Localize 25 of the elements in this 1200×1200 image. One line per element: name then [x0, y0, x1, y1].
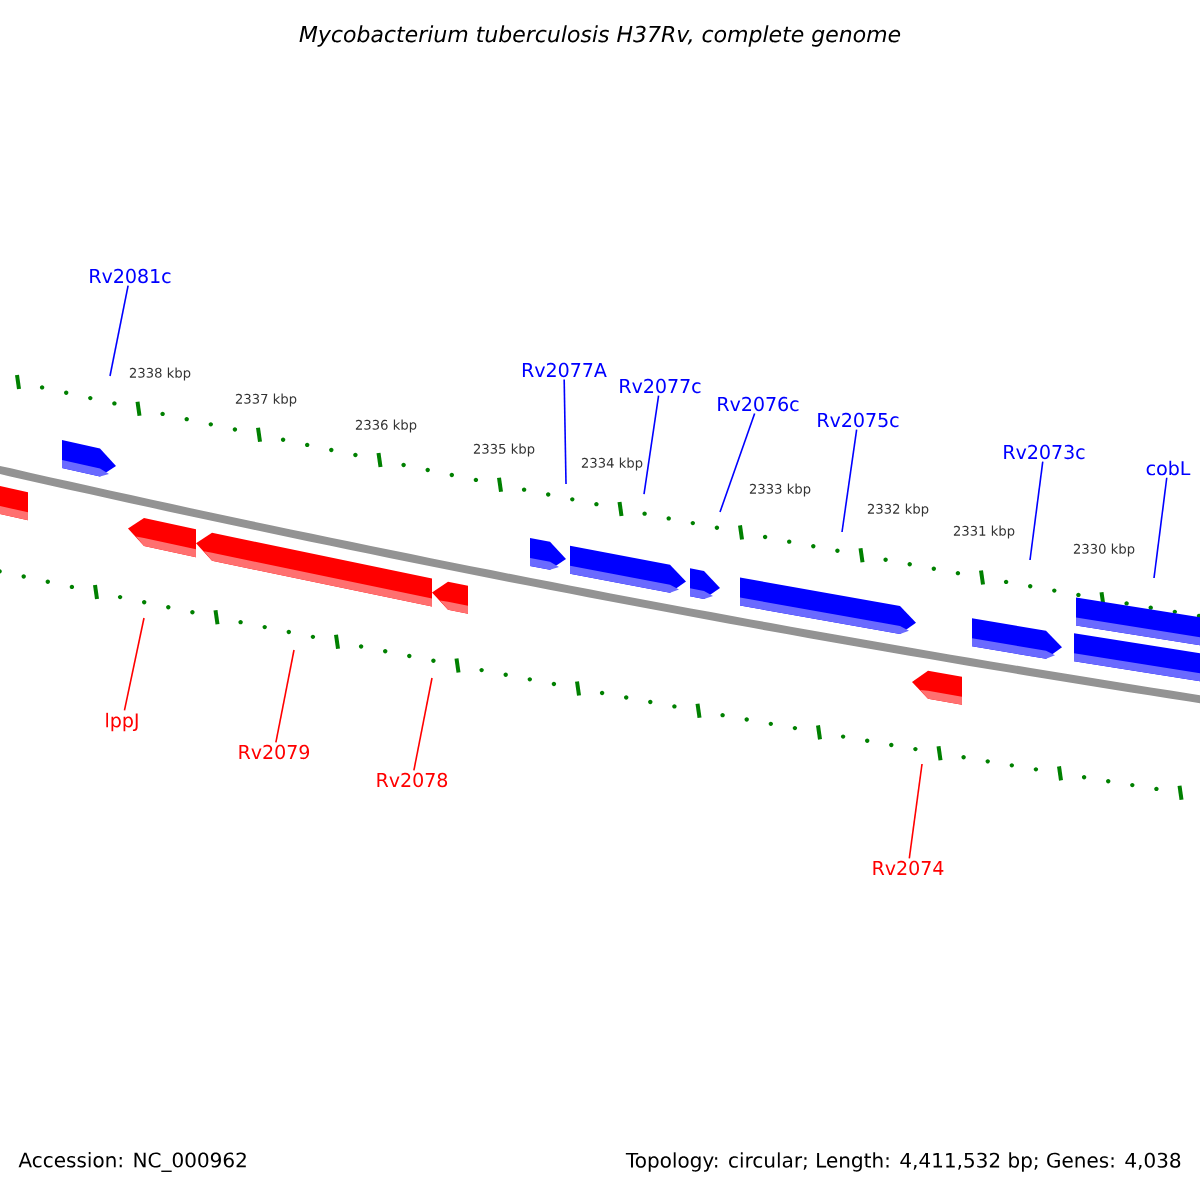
footer-text: Topology: circular; Length: 4,411,532 bp; Genes: 4,038	[625, 1152, 1181, 1172]
leader-line	[109, 284, 129, 377]
gene-label: Rv2081c	[90, 268, 171, 284]
title: Mycobacterium tuberculosis H37Rv, complete genome	[299, 25, 901, 47]
leader-line	[1153, 476, 1168, 579]
leader-line	[1029, 460, 1044, 561]
gene-label: Rv2077c	[620, 378, 701, 394]
leader-line	[643, 394, 660, 495]
gene-label: Rv2078	[377, 772, 448, 788]
footer-text: Accession: NC_000962	[18, 1152, 246, 1172]
leader-line	[413, 677, 433, 772]
leader-line	[563, 378, 567, 485]
gene-label: Rv2074	[873, 860, 944, 876]
gene-label: Rv2073c	[1004, 444, 1085, 460]
gene-label: Rv2077A	[522, 362, 607, 378]
leader-line	[719, 412, 756, 513]
gene-label: Rv2079	[239, 744, 310, 760]
leader-line	[841, 428, 858, 533]
leader-line	[123, 617, 145, 712]
gene-label: Rv2075c	[818, 412, 899, 428]
gene-label: Rv2076c	[718, 396, 799, 412]
gene-label: lppJ	[106, 712, 138, 732]
leader-line	[275, 649, 295, 744]
gene-label: cobL	[1146, 460, 1191, 476]
leader-line	[908, 763, 923, 860]
